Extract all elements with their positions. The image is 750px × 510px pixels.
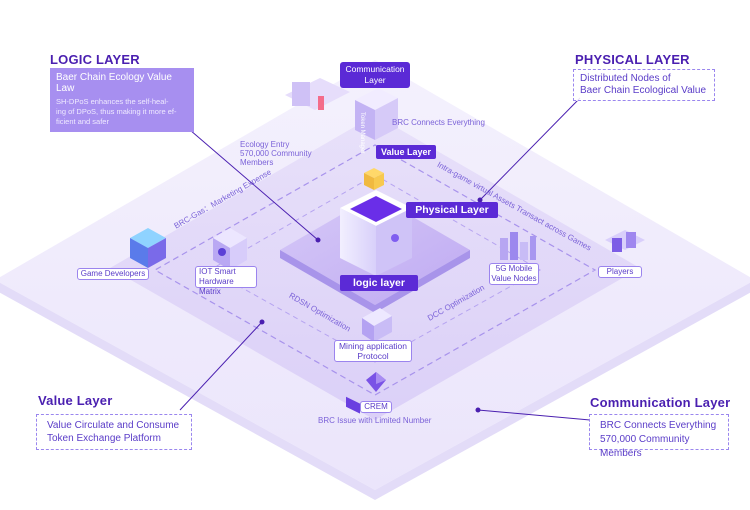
dashed-ring	[153, 144, 597, 396]
logic-box-line: ing of DPoS, thus making it more ef-	[56, 107, 177, 116]
ecology-line: Members	[240, 158, 274, 167]
cube-dot	[391, 234, 399, 242]
value-layer-box: Value Circulate and Consume Token Exchan…	[36, 414, 192, 450]
logic-layer-box: Baer Chain Ecology Value Law SH-DPoS enh…	[50, 68, 194, 132]
leader-communication	[477, 409, 591, 421]
logic-box-line: SH-DPoS enhances the self-heal-	[56, 97, 169, 106]
iot-safe	[213, 228, 247, 270]
ecology-entry-label: Ecology Entry 570,000 Community Members	[240, 140, 330, 167]
crem-tag: CREM	[360, 401, 392, 413]
cube-panel	[346, 396, 360, 414]
communication-layer-box: BRC Connects Everything 570,000 Communit…	[589, 414, 729, 459]
mobile-line: Value Nodes	[491, 274, 537, 283]
leader-physical	[479, 97, 581, 201]
brc-connects-label: BRC Connects Everything	[392, 118, 485, 127]
iot-line: IOT Smart	[199, 267, 236, 276]
physical-layer-tag: Physical Layer	[406, 202, 498, 218]
iot-line: Hardware Matrix	[199, 277, 234, 296]
cube-left	[340, 208, 376, 276]
players-tag: Players	[598, 266, 642, 278]
brc-issue-label: BRC Issue with Limited Number	[318, 416, 432, 425]
communication-layer-tag: Communication Layer	[340, 62, 410, 88]
mining-line: Mining application	[338, 341, 408, 351]
value-box-line: Token Exchange Platform	[47, 433, 161, 444]
mining-phone	[362, 308, 392, 342]
crem-crystal	[366, 372, 386, 392]
mobile-city	[500, 232, 536, 260]
gold-token-side	[364, 173, 374, 190]
mobile-tag: 5G Mobile Value Nodes	[489, 263, 539, 285]
tag-line: Layer	[364, 75, 386, 85]
cube-top-screen	[350, 196, 402, 222]
mining-line: Protocol	[357, 351, 389, 361]
gold-token-side-r	[374, 173, 384, 190]
leader-logic	[189, 129, 319, 241]
physical-box-line: Baer Chain Ecological Value	[580, 85, 707, 96]
game-developers-tag: Game Developers	[77, 268, 149, 280]
logic-box-body: SH-DPoS enhances the self-heal- ing of D…	[56, 97, 188, 127]
communication-box-line: BRC Connects Everything	[600, 420, 717, 431]
value-box-line: Value Circulate and Consume	[47, 420, 180, 431]
ecology-line: Ecology Entry	[240, 140, 290, 149]
communication-layer-heading: Communication Layer	[590, 395, 731, 410]
dashed-ring-inner	[208, 174, 542, 363]
physical-layer-box: Distributed Nodes of Baer Chain Ecologic…	[573, 69, 715, 101]
logic-layer-heading: LOGIC LAYER	[50, 52, 140, 67]
communication-box-line: 570,000 Community Members	[600, 434, 690, 459]
physical-box-line: Distributed Nodes of	[580, 73, 671, 84]
logic-layer-tag: logic layer	[340, 275, 418, 291]
cube-right	[376, 208, 412, 276]
logic-box-line: ficient and safer	[56, 117, 109, 126]
mobile-line: 5G Mobile	[495, 264, 533, 273]
ecology-line: 570,000 Community	[240, 149, 312, 158]
players-figure	[605, 230, 645, 252]
physical-layer-heading: PHYSICAL LAYER	[575, 52, 690, 67]
token-manager-label: Token Manager	[359, 112, 365, 154]
top-scene	[285, 78, 398, 140]
value-layer-heading: Value Layer	[38, 393, 113, 408]
mining-tag: Mining application Protocol	[334, 340, 412, 362]
server-stack	[130, 228, 166, 268]
tag-line: Communication	[345, 64, 405, 74]
leader-value	[179, 321, 263, 411]
logic-box-title: Baer Chain Ecology Value Law	[56, 72, 172, 94]
value-layer-tag: Value Layer	[376, 145, 436, 159]
iot-tag: IOT Smart Hardware Matrix	[195, 266, 257, 296]
